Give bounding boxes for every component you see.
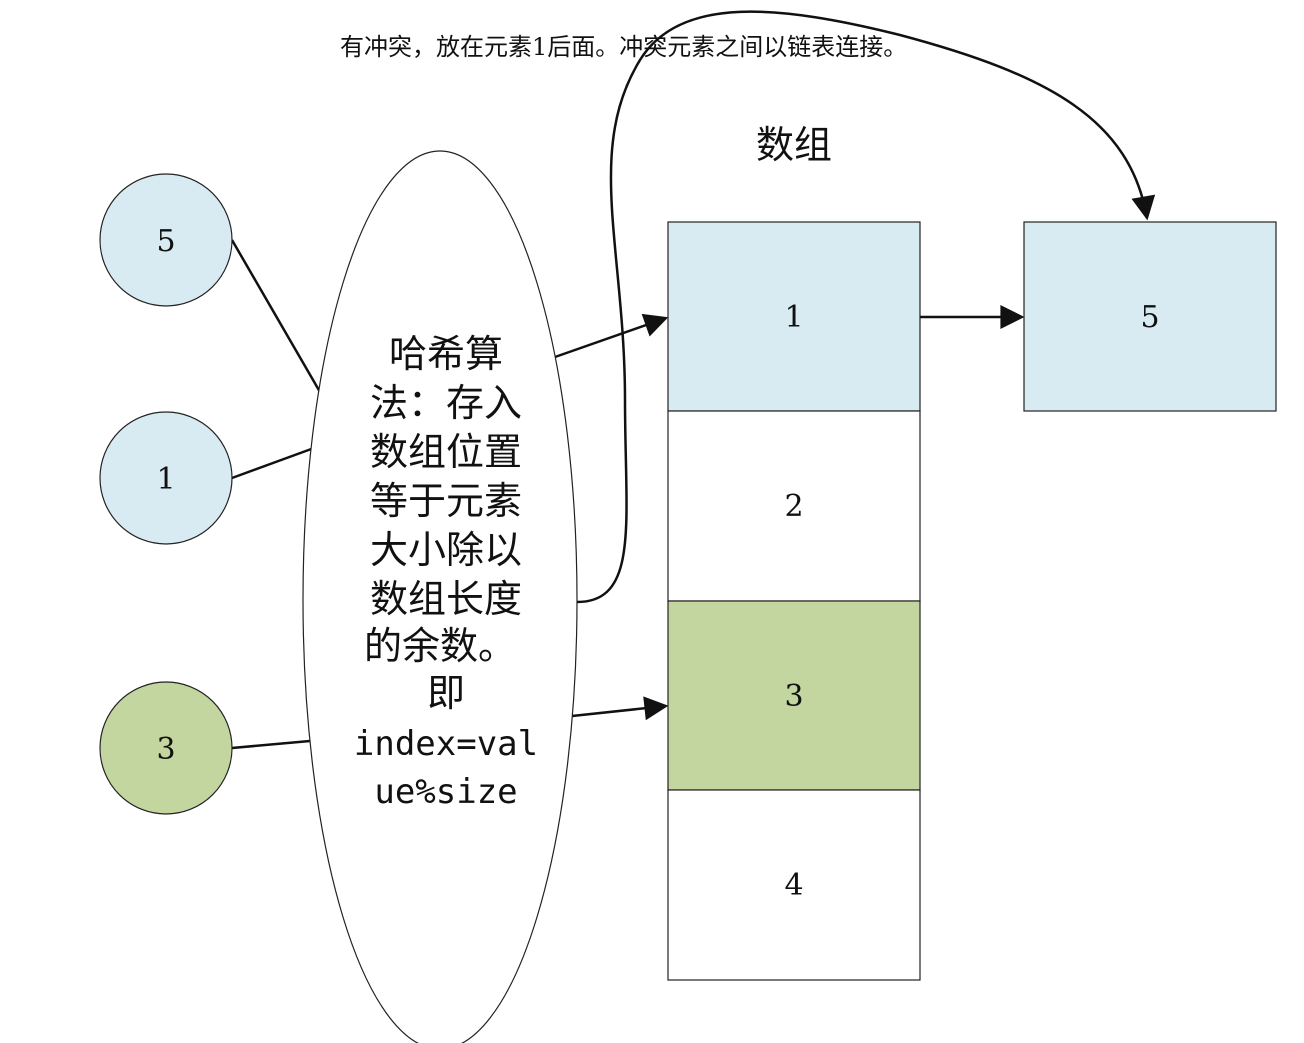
hash-formula-line: ue%size — [374, 772, 517, 812]
array: 1 2 3 4 — [667, 221, 921, 981]
array-cell-2: 2 — [667, 410, 921, 602]
edge-node1-to-hash — [231, 446, 315, 480]
array-cell-3: 3 — [667, 600, 921, 791]
edge-node5-to-hash — [230, 239, 322, 393]
input-node-label: 5 — [156, 224, 175, 259]
array-cell-1: 1 — [667, 221, 921, 412]
hash-text-line: 数组长度 — [370, 577, 522, 621]
hash-formula-line: index=val — [354, 724, 538, 764]
input-node-label: 3 — [156, 732, 175, 767]
hash-text-line: 法：存入 — [370, 381, 522, 425]
hash-text-line: 大小除以 — [370, 528, 522, 572]
input-node-label: 1 — [156, 462, 175, 497]
array-cell-label: 4 — [784, 868, 803, 903]
input-node-5: 5 — [99, 173, 233, 307]
arrow-hash-to-cell3 — [571, 696, 669, 721]
array-cell-4: 4 — [667, 789, 921, 981]
hash-text-line: 的余数。 — [364, 624, 516, 668]
chain-node-5: 5 — [1023, 221, 1277, 412]
hash-function-ellipse: 哈希算 法：存入 数组位置 等于元素 大小除以 数组长度 的余数。 即 inde… — [302, 150, 578, 1043]
input-node-3: 3 — [99, 681, 233, 815]
edge-node3-to-hash — [231, 739, 311, 750]
array-title: 数组 — [756, 123, 832, 167]
hash-text-line: 等于元素 — [370, 479, 522, 523]
hash-text-line: 哈希算 — [389, 332, 503, 376]
hash-text-line: 数组位置 — [370, 430, 522, 474]
collision-curve-arrow — [576, 10, 1156, 604]
collision-note: 有冲突，放在元素1后面。冲突元素之间以链表连接。 — [340, 33, 907, 61]
input-node-1: 1 — [99, 411, 233, 545]
array-cell-label: 3 — [784, 679, 803, 714]
arrow-hash-to-cell1 — [554, 313, 669, 359]
array-cell-label: 1 — [784, 300, 803, 335]
hash-text-line: 即 — [427, 671, 465, 715]
array-cell-label: 2 — [784, 489, 803, 524]
chain-node-label: 5 — [1140, 300, 1159, 335]
